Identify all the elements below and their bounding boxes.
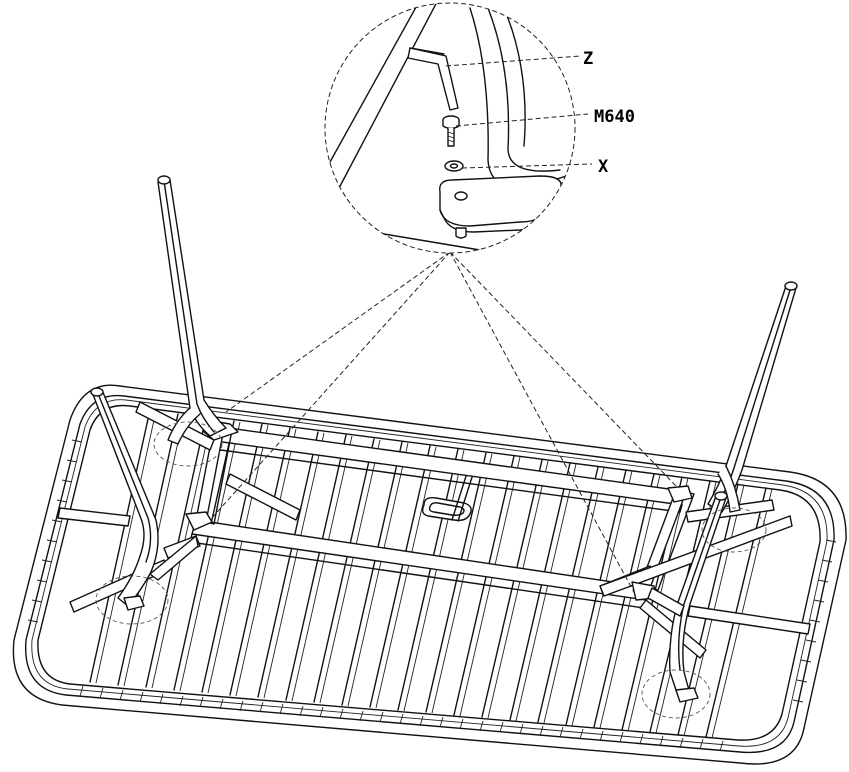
table-rim-outer xyxy=(12,384,847,765)
label-z: Z xyxy=(583,49,593,69)
allen-key-icon xyxy=(407,47,459,111)
leader-lines xyxy=(209,251,677,597)
table-slats xyxy=(89,409,767,738)
detail-magnifier: Z M640 X xyxy=(324,2,635,254)
table-top xyxy=(12,384,847,765)
bracket-front-left xyxy=(185,511,213,531)
washer-icon xyxy=(444,160,464,172)
leg-back-left xyxy=(157,175,227,445)
rim-ticks xyxy=(27,439,837,752)
label-x: X xyxy=(598,157,609,177)
label-m640: M640 xyxy=(594,107,635,127)
table-legs xyxy=(90,175,798,703)
bracket-back-right xyxy=(667,485,693,503)
leg-back-right xyxy=(707,281,798,513)
screw-hole-markers xyxy=(95,421,767,719)
umbrella-hole xyxy=(421,469,475,522)
detail-circle-outline xyxy=(324,2,576,254)
leg-front-right xyxy=(647,491,728,697)
